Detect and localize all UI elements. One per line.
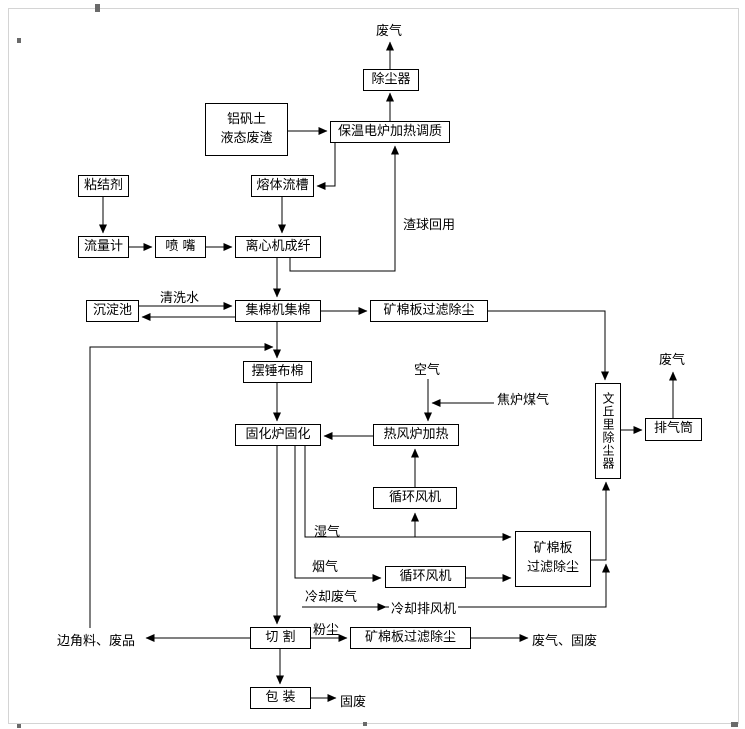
label-dust: 粉尘 bbox=[313, 623, 340, 638]
node-filter-top: 矿棉板过滤除尘 bbox=[370, 300, 488, 322]
node-sedimentation-tank: 沉淀池 bbox=[86, 300, 139, 322]
node-pendulum: 摆锤布棉 bbox=[243, 361, 312, 383]
node-dust-collector: 除尘器 bbox=[363, 69, 419, 91]
node-melt-channel: 熔体流槽 bbox=[251, 175, 314, 197]
label-flue-gas: 烟气 bbox=[312, 560, 339, 575]
node-circulating-fan-lower: 循环风机 bbox=[385, 566, 466, 588]
label-wet-gas: 湿气 bbox=[314, 525, 341, 540]
label-waste-gas-solid-waste: 废气、固废 bbox=[532, 634, 598, 649]
node-venturi-dust-collector: 文丘里除尘器 bbox=[595, 383, 621, 479]
node-filter-bottom: 矿棉板过滤除尘 bbox=[350, 627, 471, 649]
node-wool-collector: 集棉机集棉 bbox=[235, 300, 321, 322]
label-slag-ball-reuse: 渣球回用 bbox=[403, 218, 456, 233]
label-washing-water: 清洗水 bbox=[160, 291, 200, 306]
label-waste-gas-right: 废气 bbox=[659, 353, 686, 368]
node-flow-meter: 流量计 bbox=[78, 236, 129, 258]
label-coke-oven-gas: 焦炉煤气 bbox=[497, 393, 550, 408]
node-holding-furnace: 保温电炉加热调质 bbox=[330, 121, 450, 143]
node-centrifuge: 离心机成纤 bbox=[235, 236, 321, 258]
label-solid-waste: 固废 bbox=[340, 695, 367, 710]
scan-artifact bbox=[17, 38, 21, 43]
node-hot-blast-stove: 热风炉加热 bbox=[373, 424, 459, 446]
scan-artifact bbox=[731, 722, 738, 727]
node-bauxite-residue: 铝矾土 液态废渣 bbox=[205, 103, 288, 156]
label-scraps: 边角料、废品 bbox=[57, 634, 136, 649]
scan-artifact bbox=[363, 722, 367, 726]
scan-artifact bbox=[17, 724, 21, 728]
node-packaging: 包 装 bbox=[250, 687, 311, 709]
node-cutting: 切 割 bbox=[250, 627, 311, 649]
node-curing-furnace: 固化炉固化 bbox=[235, 424, 321, 446]
node-circulating-fan-upper: 循环风机 bbox=[373, 487, 457, 509]
scan-artifact bbox=[95, 4, 100, 12]
node-binder: 粘结剂 bbox=[78, 175, 129, 197]
label-air: 空气 bbox=[414, 363, 441, 378]
node-nozzle: 喷 嘴 bbox=[155, 236, 206, 258]
label-cooling-exhaust-fan: 冷却排风机 bbox=[389, 598, 459, 617]
label-cooling-waste-gas: 冷却废气 bbox=[305, 590, 358, 605]
node-filter-right: 矿棉板 过滤除尘 bbox=[515, 531, 591, 587]
node-exhaust-stack: 排气筒 bbox=[645, 418, 702, 441]
label-waste-gas-top: 废气 bbox=[376, 24, 403, 39]
